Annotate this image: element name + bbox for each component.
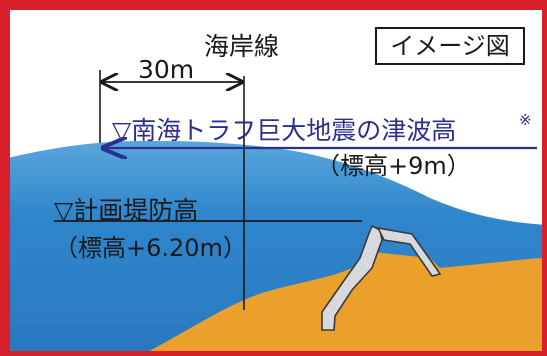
image-badge: イメージ図 bbox=[375, 27, 525, 65]
levee-structure bbox=[321, 224, 383, 331]
tsunami-height-label: ▽南海トラフ巨大地震の津波高 bbox=[112, 116, 457, 145]
planned-levee-elevation-label: （標高+6.20m） bbox=[54, 234, 247, 262]
distance-label: 30m bbox=[138, 55, 195, 84]
tsunami-elevation-label: （標高+9m） bbox=[316, 152, 471, 180]
tsunami-note-mark: ※ bbox=[519, 111, 532, 129]
levee-crest bbox=[376, 226, 442, 277]
planned-levee-height-label: ▽計画堤防高 bbox=[54, 196, 199, 225]
coastline-label: 海岸線 bbox=[204, 32, 280, 61]
